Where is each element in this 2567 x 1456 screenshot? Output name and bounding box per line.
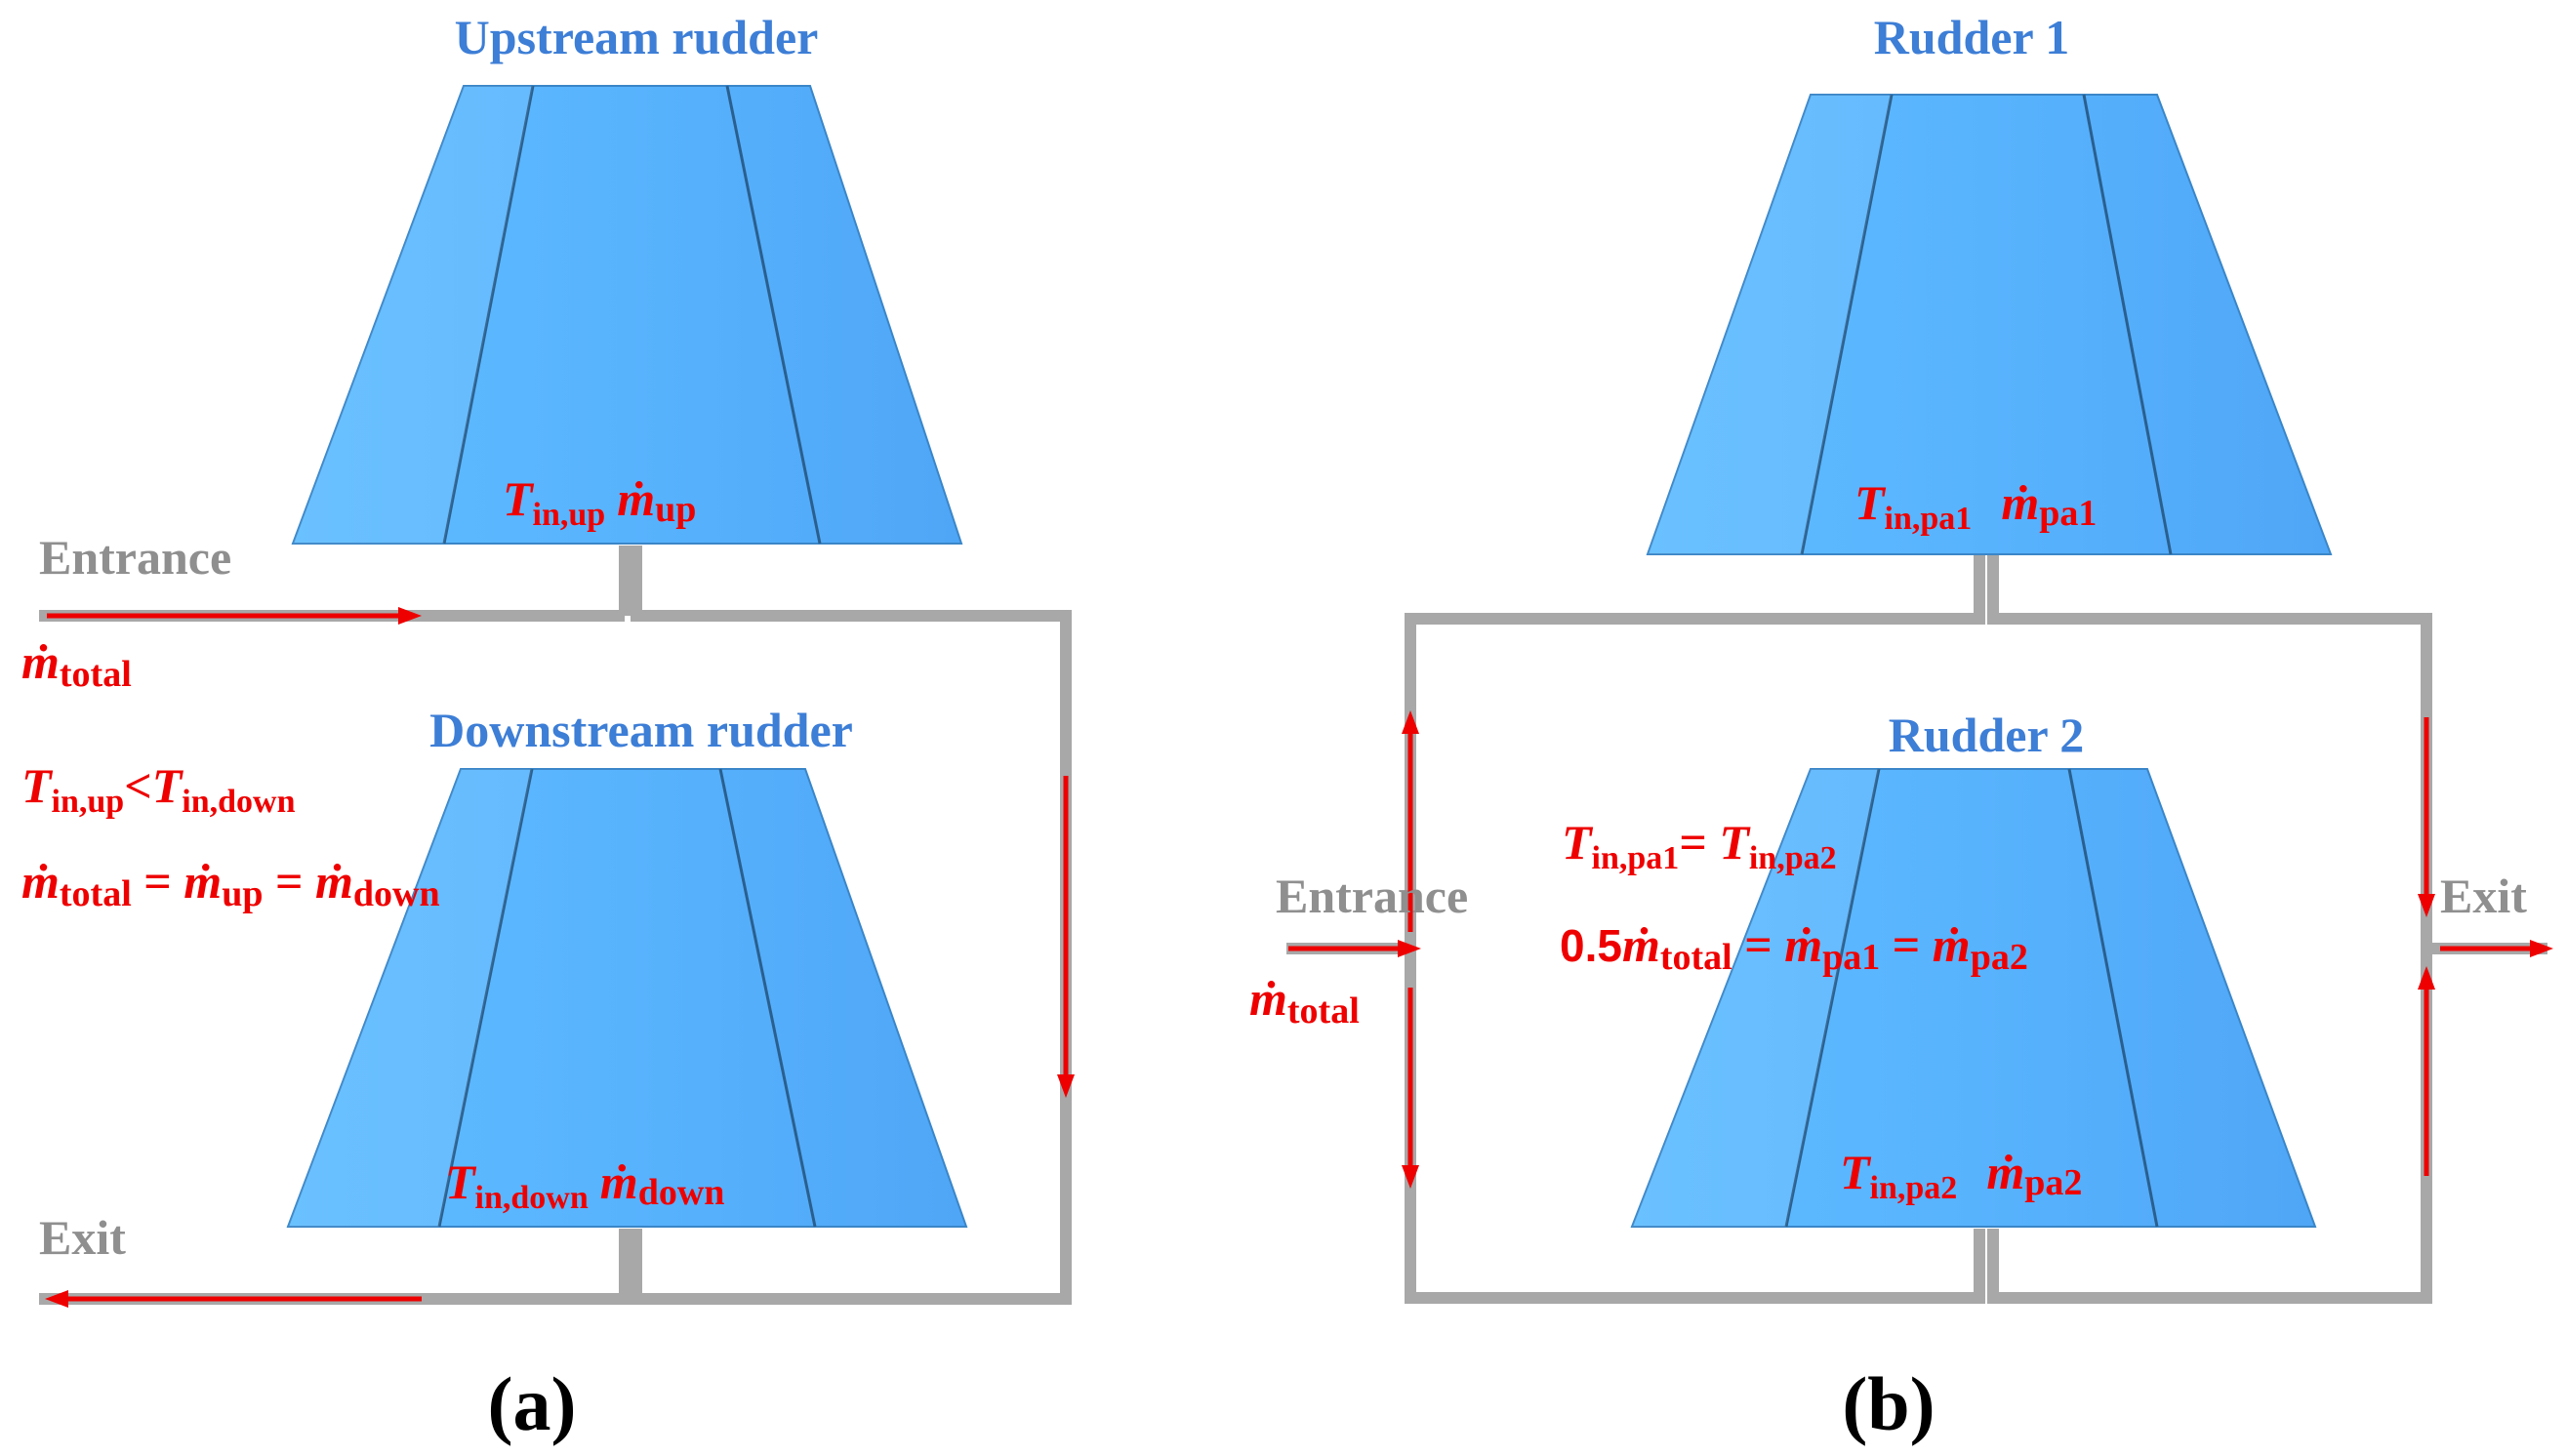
panel-a: Upstream rudder Downstream rudder Entran… <box>21 10 1075 1446</box>
exit-arrow-b <box>2440 940 2553 957</box>
entrance-arrow-a <box>47 607 422 625</box>
entrance-arrow-b <box>1288 940 1421 957</box>
upstream-rudder <box>291 85 963 545</box>
exit-label-b: Exit <box>2440 869 2527 923</box>
panel-b-label: (b) <box>1842 1361 1935 1446</box>
exit-label-a: Exit <box>39 1210 126 1265</box>
exit-pipe-a <box>39 1229 631 1305</box>
loop-down-arrow-a <box>1057 776 1075 1098</box>
loop-pipe-b-right <box>1987 555 2432 1304</box>
down-arrow-right-b <box>2418 717 2435 917</box>
entrance-label-b: Entrance <box>1276 869 1468 923</box>
mass-flow-relation-b: 0.5ṁtotal = ṁpa1 = ṁpa2 <box>1560 917 2028 978</box>
up-arrow-left-b <box>1402 710 1419 932</box>
temperature-relation-a: Tin,up<Tin,down <box>21 758 296 820</box>
mass-flow-relation-a: ṁtotal = ṁup = ṁdown <box>21 854 440 914</box>
temperature-relation-b: Tin,pa1= Tin,pa2 <box>1562 815 1837 876</box>
rudder-1 <box>1646 94 2333 555</box>
down-arrow-left-b <box>1402 988 1419 1189</box>
up-arrow-right-b <box>2418 966 2435 1176</box>
rudder-2-title: Rudder 2 <box>1889 708 2085 762</box>
rudder-1-title: Rudder 1 <box>1874 10 2070 64</box>
downstream-rudder-title: Downstream rudder <box>429 703 853 757</box>
entrance-label-a: Entrance <box>39 530 231 585</box>
mtotal-label-b: ṁtotal <box>1249 971 1360 1031</box>
loop-pipe-b-left <box>1405 555 1985 1304</box>
mtotal-label-a: ṁtotal <box>21 634 132 695</box>
exit-arrow-a <box>45 1290 422 1308</box>
upstream-rudder-title: Upstream rudder <box>455 10 819 64</box>
panel-a-label: (a) <box>488 1361 577 1446</box>
rudder-2 <box>1630 768 2317 1228</box>
downstream-rudder <box>286 768 968 1228</box>
